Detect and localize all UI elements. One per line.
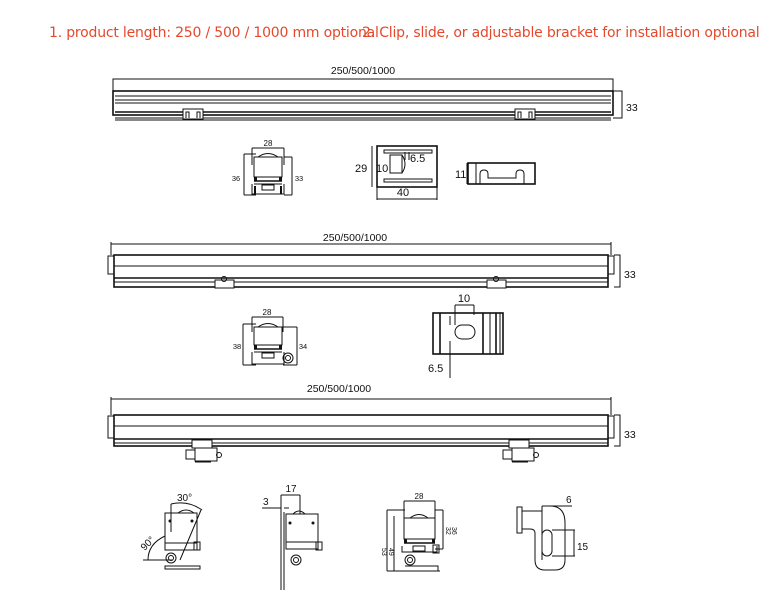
slide-bar-drawing: 250/500/1000 33 [107, 232, 636, 289]
bracket-section-height-mid-label: 49 [387, 548, 394, 556]
clip-bar-height-label: 33 [626, 102, 638, 114]
bracket-part-slot-length-label: 15 [577, 542, 589, 553]
slide-bar-height-label: 33 [624, 269, 636, 281]
slide-section-height-right-label: 34 [299, 342, 307, 351]
clip-section-height-right-label: 33 [295, 174, 303, 183]
bracket-section-height-outer-label: 53 [380, 548, 387, 556]
slide-mark-right [486, 279, 507, 289]
clip-top-slot-height-label: 10 [376, 163, 388, 175]
bracket-part-thickness-label: 6 [566, 495, 572, 506]
slide-mark-left [214, 279, 235, 289]
clip-bar-top [112, 78, 614, 92]
clip-bar-length-label: 250/500/1000 [331, 65, 395, 77]
bracket-section-height-inner-b-label: 36 [450, 527, 457, 535]
bracket-mark-right [502, 439, 539, 463]
bracket-mark-left [185, 439, 222, 463]
clip-bar-body [112, 90, 614, 116]
slide-section-width-label: 28 [263, 308, 272, 317]
clip-side-height-label: 11 [455, 169, 466, 181]
bracket-part-drawing: 6 15 [516, 495, 589, 571]
clip-top-height-label: 29 [355, 163, 367, 175]
bracket-offset-drawing: 17 3 [262, 484, 323, 590]
clip-top-slot-offset-label: 6.5 [410, 153, 425, 165]
clip-side-drawing: 11 [455, 162, 536, 185]
caption-product-length: 1. product length: 250 / 500 / 1000 mm o… [49, 25, 379, 41]
slide-part-slot-width-label: 10 [458, 293, 470, 305]
slide-section-height-left-label: 38 [233, 342, 241, 351]
clip-mark-left [182, 108, 204, 120]
clip-section-width-label: 28 [264, 139, 273, 148]
bracket-angle-side-label: 90° [139, 535, 157, 553]
bracket-section-height-inner-a-label: 32 [444, 527, 451, 535]
bracket-angle-top-label: 30° [177, 493, 192, 504]
caption-installation-options: 2. Clip, slide, or adjustable bracket fo… [362, 25, 760, 41]
clip-bar-drawing: 250/500/1000 33 [112, 65, 638, 121]
bracket-offset-width-label: 17 [285, 484, 297, 495]
clip-top-drawing: 6.5 10 29 40 [355, 145, 438, 200]
clip-mark-right [514, 108, 536, 120]
bracket-section-drawing: 28 53 49 32 36 [380, 492, 457, 572]
bracket-offset-label: 3 [263, 497, 269, 508]
bracket-bar-drawing: 250/500/1000 33 [107, 383, 636, 463]
bracket-rotation-drawing: 30° 90° [139, 493, 203, 570]
slide-part-drawing: 10 6.5 [428, 293, 504, 378]
slide-section-drawing: 28 38 34 [233, 308, 307, 366]
bracket-bar-height-label: 33 [624, 429, 636, 441]
clip-section-height-left-label: 36 [232, 174, 240, 183]
bracket-bar-length-label: 250/500/1000 [307, 383, 371, 395]
clip-section-drawing: 28 36 33 [232, 139, 303, 196]
slide-part-slot-offset-label: 6.5 [428, 363, 443, 375]
slide-bar-length-label: 250/500/1000 [323, 232, 387, 244]
bracket-section-width-label: 28 [415, 492, 424, 501]
clip-top-width-label: 40 [397, 187, 409, 199]
